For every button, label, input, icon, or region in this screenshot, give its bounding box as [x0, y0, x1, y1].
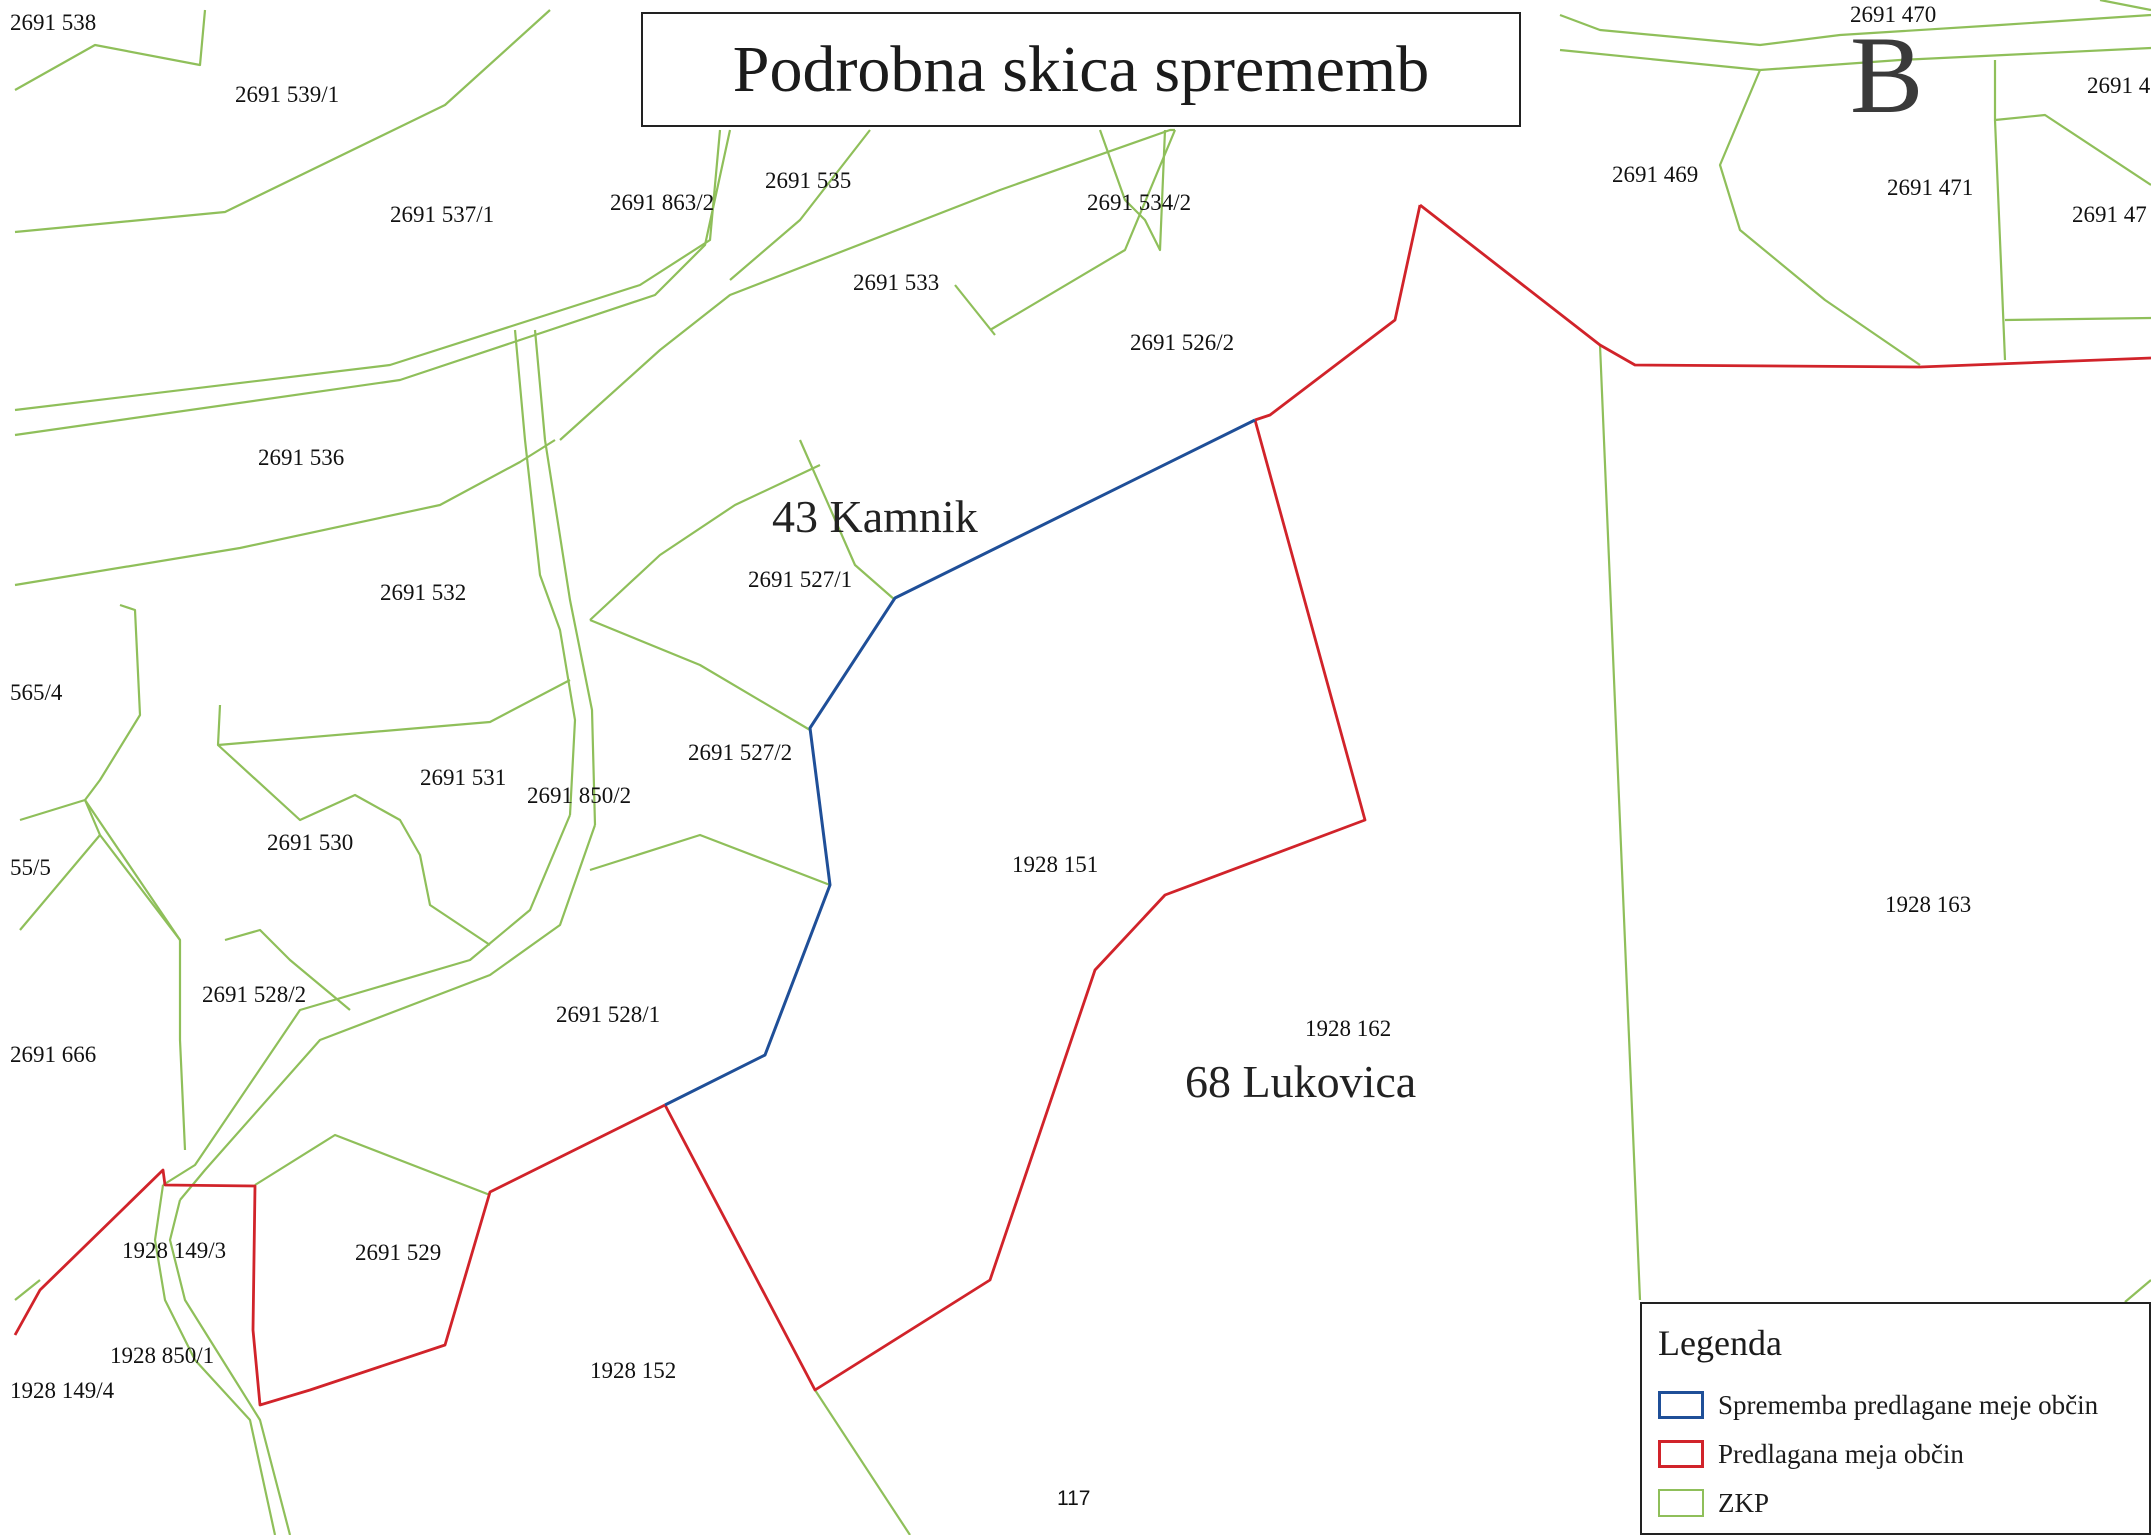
- legend-item-changed-boundary: Sprememba predlagane meje občin: [1658, 1388, 2098, 1422]
- parcel-label: 2691 527/1: [748, 567, 852, 592]
- legend-label: Predlagana meja občin: [1718, 1438, 1964, 1469]
- parcel-label: 2691 47: [2072, 202, 2147, 227]
- map-title: Podrobna skica sprememb: [732, 32, 1430, 106]
- changed-boundary: [664, 418, 1256, 1107]
- parcel-label: 2691 538: [10, 10, 96, 35]
- parcel-label: 1928 149/3: [122, 1238, 226, 1263]
- parcel-label: 2691 530: [267, 830, 353, 855]
- parcel-label: 2691 531: [420, 765, 506, 790]
- zkp-boundaries: [14, 0, 2151, 1535]
- parcel-label: 2691 536: [258, 445, 344, 470]
- parcel-labels: 2691 538 2691 539/1 2691 537/1 2691 863/…: [10, 2, 2151, 1403]
- parcel-label: 2691 470: [1850, 2, 1936, 27]
- legend-title: Legenda: [1658, 1323, 1782, 1363]
- parcel-label: 2691 850/2: [527, 783, 631, 808]
- page-number: 117: [1057, 1487, 1090, 1510]
- legend-item-zkp: ZKP: [1658, 1486, 1769, 1520]
- legend: Legenda Sprememba predlagane meje občin …: [1640, 1302, 2151, 1535]
- parcel-label: 2691 469: [1612, 162, 1698, 187]
- legend-label: ZKP: [1718, 1487, 1770, 1518]
- parcel-label: 1928 163: [1885, 892, 1971, 917]
- parcel-label: 1928 149/4: [10, 1378, 115, 1403]
- parcel-label: 2691 527/2: [688, 740, 792, 765]
- parcel-label: 565/4: [10, 680, 63, 705]
- parcel-label: 1928 151: [1012, 852, 1098, 877]
- parcel-label: 2691 526/2: [1130, 330, 1234, 355]
- proposed-boundary: [13, 203, 2151, 1407]
- parcel-label: 2691 533: [853, 270, 939, 295]
- municipality-label-lukovica: 68 Lukovica: [1185, 1056, 1416, 1107]
- sheet-letter: B: [1850, 14, 1924, 136]
- legend-swatch-blue: [1658, 1391, 1704, 1419]
- parcel-label: 2691 528/2: [202, 982, 306, 1007]
- parcel-label: 2691 534/2: [1087, 190, 1191, 215]
- municipality-label-kamnik: 43 Kamnik: [772, 491, 978, 542]
- parcel-label: 2691 537/1: [390, 202, 494, 227]
- parcel-label: 1928 162: [1305, 1016, 1391, 1041]
- parcel-label: 2691 471: [1887, 175, 1973, 200]
- municipality-labels: 43 Kamnik 68 Lukovica: [772, 491, 1416, 1107]
- legend-item-proposed-boundary: Predlagana meja občin: [1658, 1437, 1964, 1471]
- parcel-label: 1928 850/1: [110, 1343, 214, 1368]
- parcel-label: 2691 528/1: [556, 1002, 660, 1027]
- parcel-label: 2691 4: [2087, 73, 2151, 98]
- parcel-label: 2691 535: [765, 168, 851, 193]
- parcel-label: 1928 152: [590, 1358, 676, 1383]
- parcel-label: 55/5: [10, 855, 51, 880]
- parcel-label: 2691 532: [380, 580, 466, 605]
- parcel-label: 2691 863/2: [610, 190, 714, 215]
- parcel-label: 2691 529: [355, 1240, 441, 1265]
- parcel-label: 2691 539/1: [235, 82, 339, 107]
- parcel-label: 2691 666: [10, 1042, 96, 1067]
- title-box: Podrobna skica sprememb: [641, 12, 1521, 127]
- legend-swatch-green: [1658, 1489, 1704, 1517]
- legend-swatch-red: [1658, 1440, 1704, 1468]
- legend-label: Sprememba predlagane meje občin: [1718, 1389, 2099, 1420]
